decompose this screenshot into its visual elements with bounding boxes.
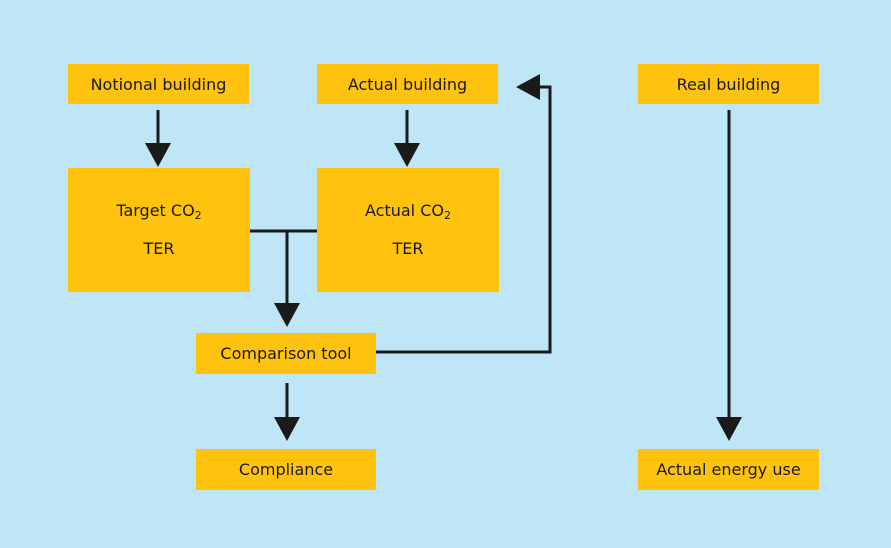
arrowhead-actual <box>394 143 420 167</box>
actual-energy-use-label: Actual energy use <box>656 460 801 479</box>
target-co2-label: Target CO2 <box>116 201 202 222</box>
actual-co2-label: Actual CO2 <box>365 201 451 222</box>
target-co2-box: Target CO2 TER <box>68 168 250 292</box>
arrowhead-feedback <box>516 74 540 100</box>
notional-building-label: Notional building <box>90 74 227 94</box>
real-building-box: Real building <box>638 64 819 104</box>
arrowhead-notional <box>145 143 171 167</box>
actual-building-box: Actual building <box>317 64 498 104</box>
actual-co2-box: Actual CO2 TER <box>317 168 499 292</box>
actual-co2-code: TER <box>392 239 424 258</box>
target-co2-code: TER <box>143 239 175 258</box>
arrowhead-compliance <box>274 417 300 441</box>
compliance-box: Compliance <box>196 449 376 490</box>
actual-building-label: Actual building <box>347 74 468 94</box>
arrowhead-energy <box>716 417 742 441</box>
real-building-label: Real building <box>676 74 781 94</box>
arrowhead-merge <box>274 303 300 327</box>
comparison-tool-box: Comparison tool <box>196 333 376 374</box>
comparison-tool-label: Comparison tool <box>220 344 352 363</box>
connector-feedback-loop <box>376 85 552 354</box>
compliance-label: Compliance <box>238 460 334 479</box>
actual-energy-use-box: Actual energy use <box>638 449 819 490</box>
connector-target-actual-merge <box>250 229 317 309</box>
notional-building-box: Notional building <box>68 64 249 104</box>
